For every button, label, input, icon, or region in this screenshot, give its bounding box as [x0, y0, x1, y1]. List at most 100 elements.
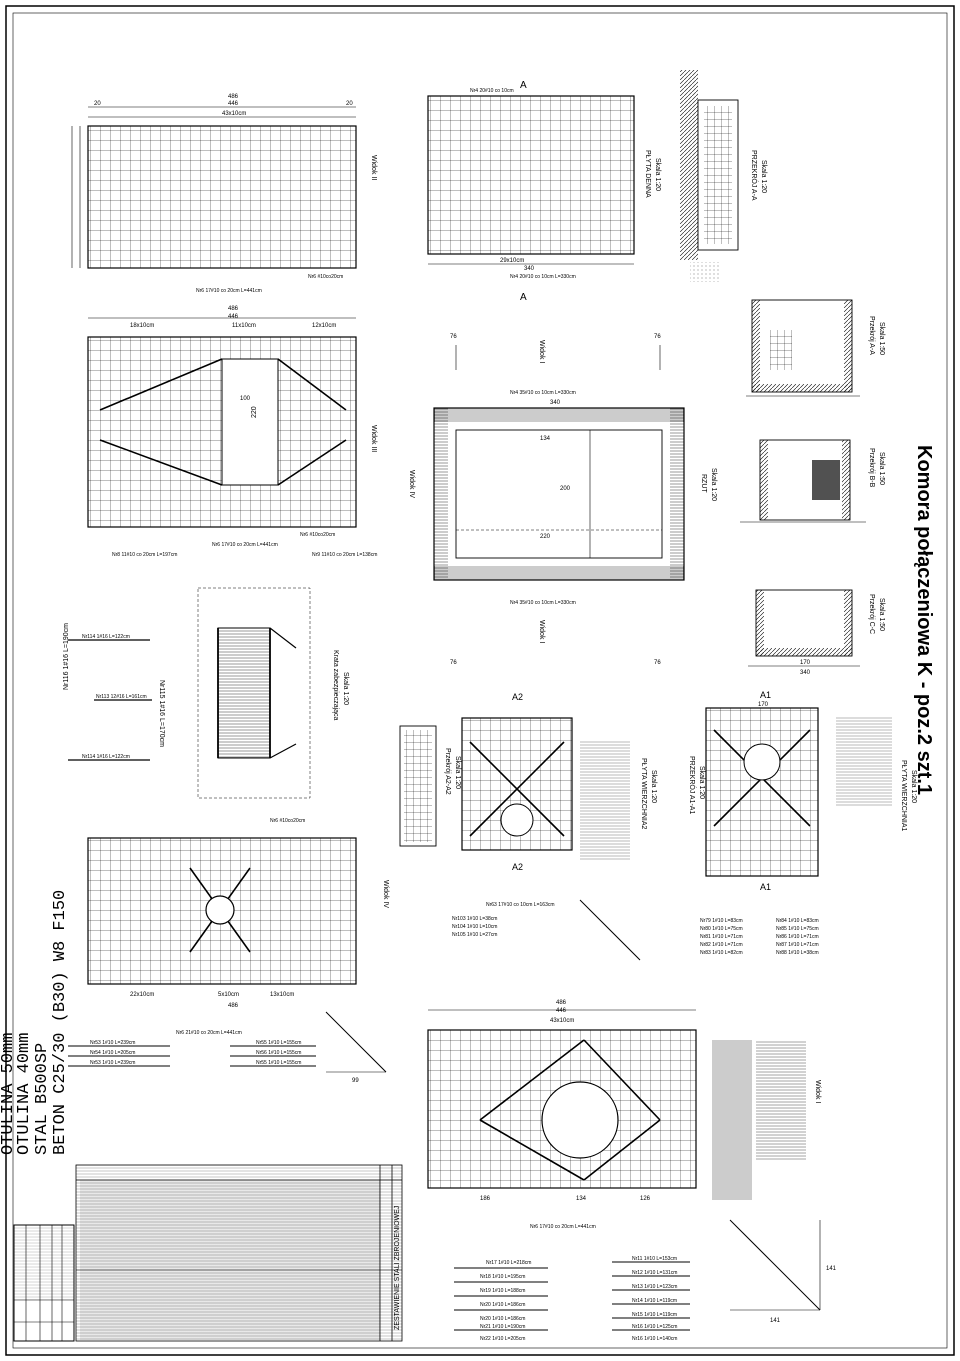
dim-20-left: 20	[94, 101, 101, 107]
bar-w1-f: Nr80 1#10 L=75cm	[700, 926, 743, 932]
label-widok-3: Widok III	[370, 425, 377, 452]
bar-bot-e: Nr20 1#10 L=186cm	[480, 1302, 525, 1308]
bar-rzut-b: Nr4 35#10 co 10cm L=330cm	[510, 600, 576, 606]
label-widok-1-bottom: Widok I	[538, 620, 545, 643]
w1-bar-list: Nr63 17#10 co 10cm L=163cm Nr103 1#10 L=…	[452, 899, 819, 961]
dim-43x10-bot: 43x10cm	[550, 1018, 574, 1024]
dim-446-top: 446	[228, 101, 239, 107]
dim-200-rzut: 200	[560, 486, 571, 492]
sheet-title: Komora połączeniowa K - poz.2 szt.1	[913, 445, 935, 795]
label-widok-1-top: Widok I	[538, 340, 545, 363]
dim-220-rzut: 220	[540, 534, 551, 540]
bar-wall-d: Nr6 #10co20cm	[300, 532, 335, 538]
dim-13x10: 13x10cm	[270, 992, 294, 998]
sheet-inner-frame	[12, 12, 948, 1349]
dim-446-mid: 446	[228, 314, 239, 320]
dim-141-b: 141	[826, 1266, 837, 1272]
dim-220-opening: 220	[251, 406, 258, 418]
dim-170-cc: 170	[800, 660, 811, 666]
plyta-denna-title: PŁYTA DENNA	[644, 150, 651, 198]
rzut-scale: Skala 1:20	[710, 468, 717, 501]
bar-wall-a: Nr6 17#10 co 20cm L=441cm	[212, 542, 278, 548]
dim-141-a: 141	[770, 1318, 781, 1324]
spec-line-cover-50: OTULINA 50mm	[0, 1033, 18, 1155]
dim-43x10-top: 43x10cm	[222, 111, 246, 117]
title-block	[13, 1224, 75, 1342]
bar-bot-i: Nr11 1#10 L=153cm	[632, 1256, 677, 1262]
bar-bot-b: Nr17 1#10 L=218cm	[486, 1260, 531, 1266]
dim-76-br: 76	[654, 660, 661, 666]
plyta-wierzchnia1-plan: A1 A1 170 PŁYTA WIERZCHNIA1 Skala 1:20 P…	[688, 690, 917, 892]
bar-rzut-a: Nr4 35#10 co 10cm L=330cm	[510, 390, 576, 396]
przekroj-a2-section	[399, 725, 437, 847]
bar-bottom-c: Nr4 20#10 co 10cm L=330cm	[510, 274, 576, 280]
mark-a1-bottom: A1	[760, 882, 771, 892]
przekroj-aa-scale: Skala 1:20	[760, 160, 767, 193]
bar-top-b: Nr53 1#10 L=239cm	[90, 1040, 135, 1046]
plyta-wierzchnia1-scale: Skala 1:20	[910, 770, 917, 803]
bar-top-g: Nr55 1#10 L=155cm	[256, 1060, 301, 1066]
bar-bot-g: Nr21 1#10 L=190cm	[480, 1324, 525, 1330]
przekroj-aa-small: Przekrój A-A Skala 1:50	[746, 299, 885, 397]
bar-w1-n: Nr88 1#10 L=38cm	[776, 950, 819, 956]
przekroj-aa-section: PRZEKRÓJ A-A Skala 1:20	[680, 70, 767, 282]
bar-bot-o: Nr16 1#10 L=140cm	[632, 1336, 677, 1342]
bar-bot-a: Nr6 17#10 co 20cm L=441cm	[530, 1224, 596, 1230]
krata-bar-c: Nr115 1#16 L=170cm	[158, 680, 165, 747]
bar-w1-m: Nr87 1#10 L=71cm	[776, 942, 819, 948]
dim-11x10: 11x10cm	[232, 323, 256, 329]
dim-12x10: 12x10cm	[312, 323, 336, 329]
bar-wall-b: Nr8 11#10 co 20cm L=197cm	[112, 552, 177, 558]
plyta-denna-scale: Skala 1:20	[654, 158, 661, 191]
bar-bot-m: Nr15 1#10 L=119cm	[632, 1312, 677, 1318]
mark-a-top: A	[520, 80, 527, 91]
label-widok-2: Widok II	[370, 155, 377, 180]
dim-340-cc: 340	[800, 670, 811, 676]
bar-w1-g: Nr81 1#10 L=71cm	[700, 934, 743, 940]
dim-340-rzut: 340	[550, 400, 561, 406]
dim-99: 99	[352, 1078, 359, 1084]
bar-top-c: Nr54 1#10 L=205cm	[90, 1050, 135, 1056]
bar-bot-f: Nr20 1#10 L=186cm	[480, 1316, 525, 1322]
top-bar-list: Nr6 21#10 co 20cm L=441cm Nr53 1#10 L=23…	[68, 1011, 387, 1084]
dim-134-rzut: 134	[540, 436, 551, 442]
dim-29x10: 29x10cm	[500, 258, 524, 264]
dim-76-right: 76	[654, 334, 661, 340]
plyta-wierzchnia1-title: PŁYTA WIERZCHNIA1	[900, 760, 907, 832]
przekroj-aa-small-scale: Skala 1:50	[878, 322, 885, 355]
bar-w1-e: Nr79 1#10 L=83cm	[700, 918, 743, 924]
bar-bot-n: Nr16 1#10 L=125cm	[632, 1324, 677, 1330]
przekroj-cc-title: Przekrój C-C	[868, 594, 875, 634]
dim-340-a: 340	[524, 266, 535, 272]
bar-w1-a: Nr63 17#10 co 10cm L=163cm	[486, 902, 555, 908]
krata-title: Krata zabezpieczająca	[332, 650, 339, 721]
przekroj-bb-small: Przekrój B-B Skala 1:50	[740, 439, 885, 523]
bar-w1-l: Nr86 1#10 L=71cm	[776, 934, 819, 940]
bar-wall-c: Nr9 11#10 co 20cm L=138cm	[312, 552, 377, 558]
bar-w1-c: Nr104 1#10 L=10cm	[452, 924, 497, 930]
wall-elevation-with-opening: 486 446 18x10cm 11x10cm 12x10cm 100 220 …	[87, 306, 415, 558]
widok-1-strips: Widok I 76 76 Nr4 35#10 co 10cm L=330cm	[450, 334, 661, 396]
bar-w1-d: Nr105 1#10 L=27cm	[452, 932, 497, 938]
krata-bar-a: Nr114 1#16 L=122cm	[82, 634, 130, 640]
bar-bot-k: Nr13 1#10 L=123cm	[632, 1284, 677, 1290]
plyta-wierzchnia-plan: Nr6 #10co20cm 22x10cm 5x10cm 13x10cm 486…	[87, 818, 389, 1009]
przekroj-bb-title: Przekrój B-B	[868, 448, 875, 488]
dim-486-top: 486	[228, 94, 239, 100]
plyta-wierzchnia2-plan: A2 A2 PŁYTA WIERZCHNIA2 Skala 1:20 Przek…	[444, 692, 657, 872]
rzut-plan: 340 134 200 220 RZUT Skala 1:20 Nr4 35#1…	[433, 400, 717, 666]
bar-bot-h: Nr22 1#10 L=205cm	[480, 1336, 525, 1342]
spec-line-cover-40: OTULINA 40mm	[15, 1033, 34, 1155]
przekroj-cc-small: 170 340 Przekrój C-C Skala 1:50	[748, 589, 885, 676]
dim-134-bot: 134	[576, 1196, 587, 1202]
label-widok-4: Widok IV	[408, 470, 415, 498]
dim-486-bot: 486	[556, 1000, 567, 1006]
bar-top-e: Nr55 1#10 L=155cm	[256, 1040, 301, 1046]
dim-486-mid: 486	[228, 306, 239, 312]
dim-22x10: 22x10cm	[130, 992, 154, 998]
mark-a2-bottom: A2	[512, 862, 523, 872]
rzut-title: RZUT	[700, 474, 707, 493]
bar-bot-c: Nr18 1#10 L=195cm	[480, 1274, 525, 1280]
bar-bottom-a: Nr4 20#10 co 10cm	[470, 88, 514, 94]
